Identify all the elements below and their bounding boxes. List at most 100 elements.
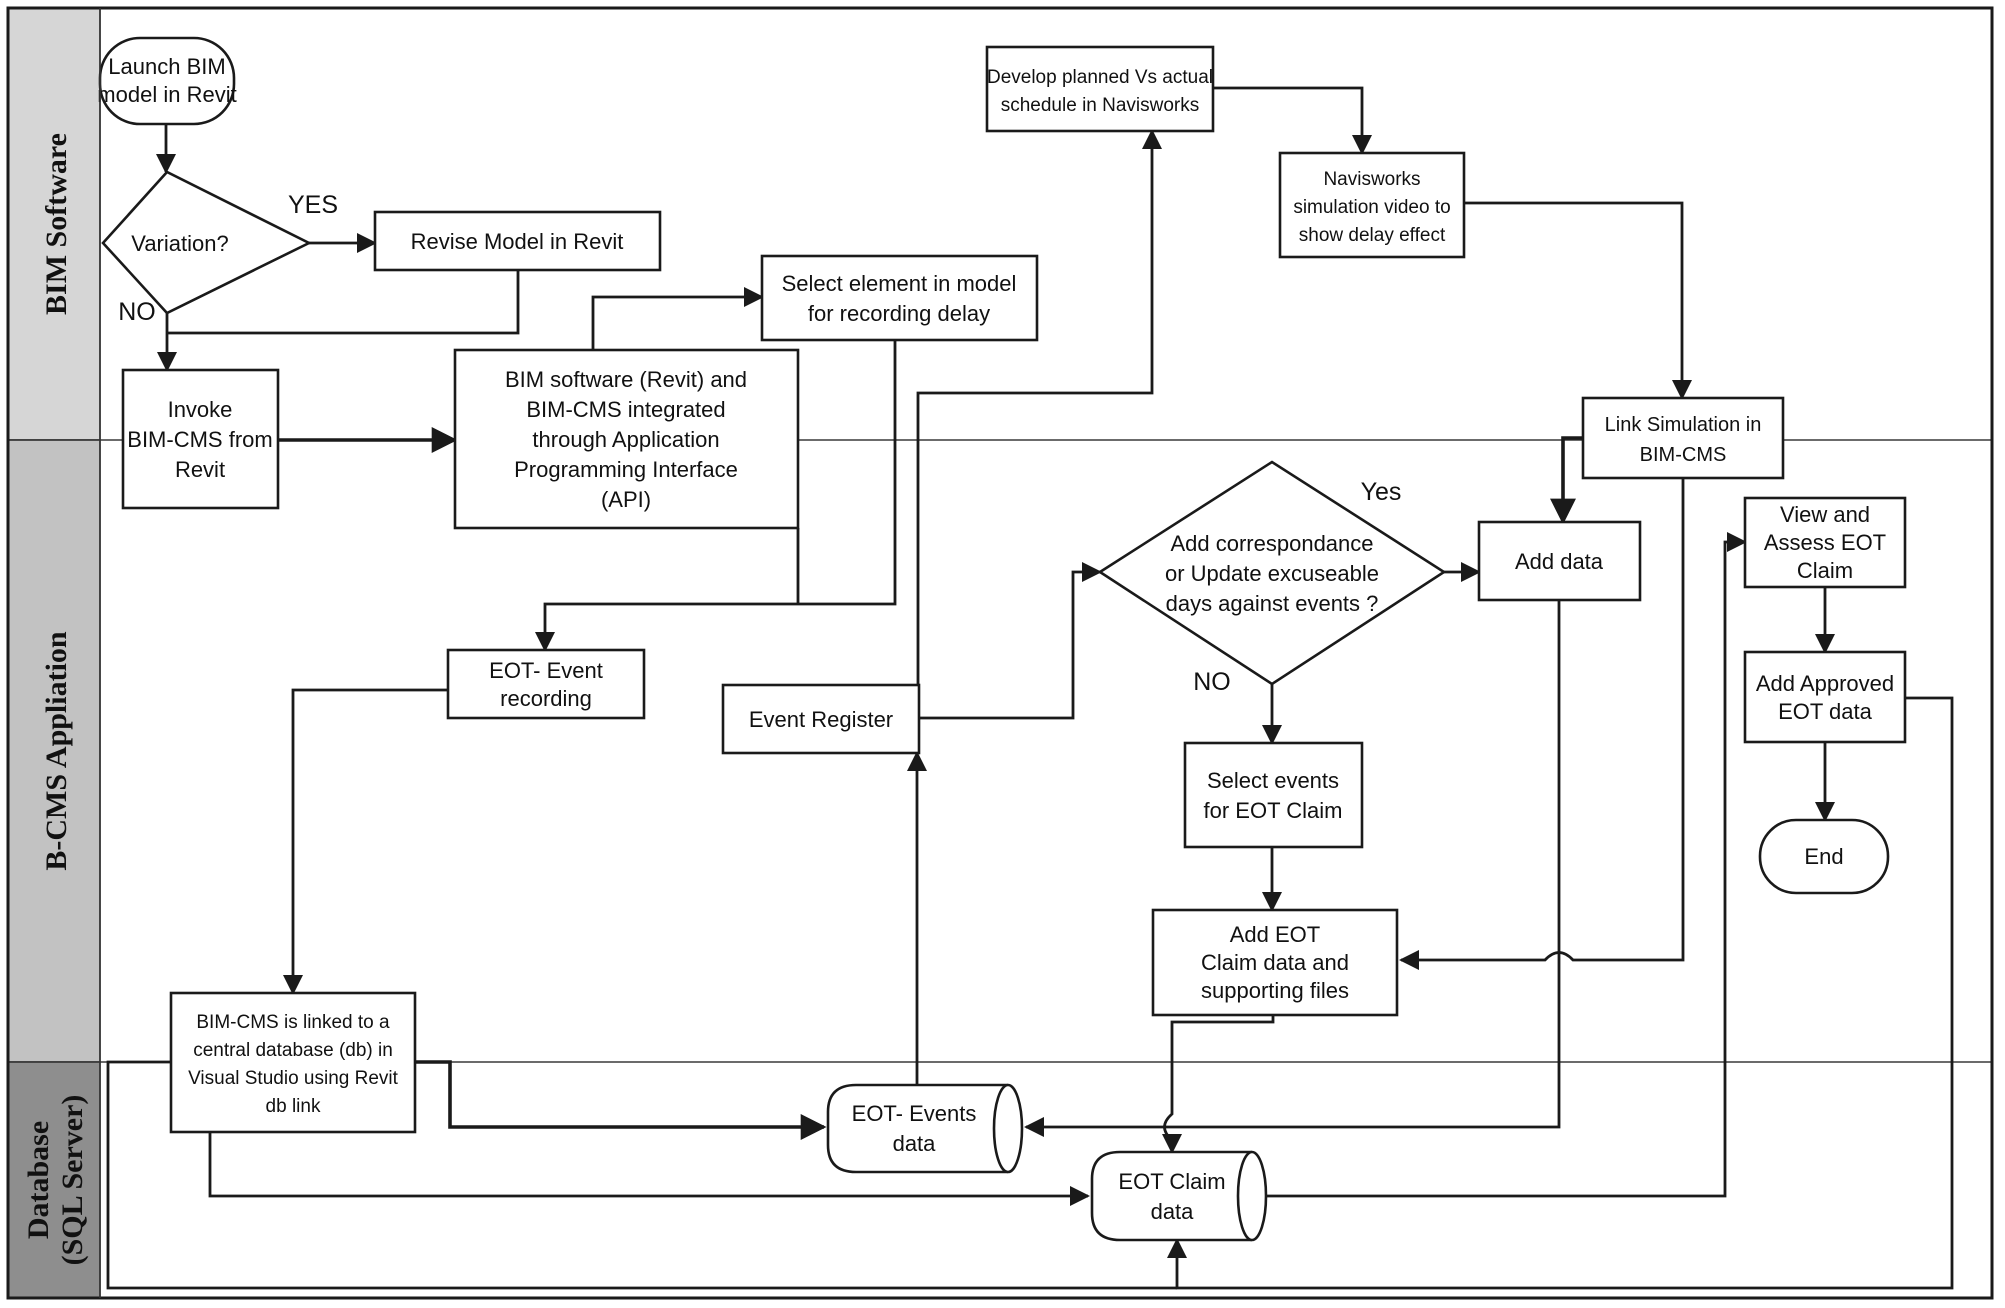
process-shape (1151, 908, 1399, 1017)
edge-api-to-select-element (591, 286, 765, 350)
process-shape (121, 368, 280, 510)
node-navisworks-video: Navisworks simulation video to show dela… (1278, 151, 1466, 259)
label-yes-upper: YES (288, 191, 338, 219)
node-select-element: Select element in model for recording de… (760, 254, 1039, 342)
node-launch-bim: Launch BIM model in Revit (97, 36, 237, 126)
edge-link-sim-to-add-eot-claim (1398, 478, 1685, 971)
svg-text:Add correspondance: Add correspondance (1170, 531, 1373, 556)
svg-text:Select events: Select events (1207, 768, 1339, 793)
node-view-assess-claim: View and Assess EOT Claim (1743, 496, 1907, 589)
edge-select-element-to-eot-recording (534, 340, 897, 653)
svg-text:show delay effect: show delay effect (1299, 225, 1446, 246)
node-add-eot-claim-data: Add EOT Claim data and supporting files (1151, 908, 1399, 1017)
label-no-upper: NO (118, 298, 156, 326)
svg-text:Navisworks: Navisworks (1323, 169, 1420, 190)
svg-text:EOT data: EOT data (1778, 699, 1873, 724)
svg-text:Develop planned Vs actual: Develop planned Vs actual (987, 67, 1213, 88)
svg-text:BIM-CMS from: BIM-CMS from (127, 427, 272, 452)
process-shape (1743, 650, 1907, 744)
svg-text:Add Approved: Add Approved (1756, 671, 1894, 696)
edge-navis-video-to-link-sim (1464, 201, 1693, 401)
svg-text:BIM-CMS: BIM-CMS (1640, 444, 1727, 466)
process-shape (760, 254, 1039, 342)
svg-text:BIM-CMS is linked to a: BIM-CMS is linked to a (196, 1012, 390, 1033)
node-api-integration: BIM software (Revit) and BIM-CMS integra… (453, 348, 800, 530)
node-variation-decision: Variation? (101, 170, 312, 315)
edge-develop-to-navis-video (1213, 86, 1373, 156)
process-shape (453, 348, 800, 530)
node-eot-event-recording: EOT- Event recording (446, 648, 646, 720)
datastore-cap (992, 1083, 1024, 1174)
svg-text:supporting files: supporting files (1201, 978, 1349, 1003)
process-shape (169, 991, 417, 1134)
datastore-body (826, 1083, 1008, 1174)
svg-text:Link Simulation in: Link Simulation in (1605, 414, 1762, 436)
svg-text:Claim data and: Claim data and (1201, 950, 1349, 975)
svg-text:central database (db) in: central database (db) in (193, 1040, 393, 1061)
node-end: End (1758, 818, 1890, 895)
node-develop-schedule: Develop planned Vs actual schedule in Na… (985, 45, 1215, 133)
process-shape (721, 683, 921, 755)
svg-text:data: data (893, 1131, 937, 1156)
lane-separators (8, 439, 1992, 1063)
svg-text:days against events ?: days against events ? (1166, 591, 1379, 616)
svg-text:through Application: through Application (532, 427, 719, 452)
node-event-register: Event Register (721, 683, 921, 755)
edge-revise-return (167, 270, 520, 335)
node-eot-events-datastore: EOT- Events data (826, 1083, 1024, 1174)
svg-text:Revit: Revit (175, 457, 225, 482)
lane-label-database: Database (SQL Server) (22, 1095, 89, 1266)
process-shape (1743, 496, 1907, 589)
svg-text:(API): (API) (601, 487, 651, 512)
svg-text:or Update excuseable: or Update excuseable (1165, 561, 1379, 586)
svg-text:Event Register: Event Register (749, 707, 893, 732)
edge-bimcms-db-left-to-claim-data (106, 1060, 1177, 1290)
lane-bim-software-header (7, 7, 101, 441)
lane-label-bim-software: BIM Software (40, 133, 73, 315)
process-shape (446, 648, 646, 720)
node-add-approved-eot: Add Approved EOT data (1743, 650, 1907, 744)
lane-bcms-application-header (7, 439, 101, 1063)
svg-text:View and: View and (1780, 502, 1870, 527)
svg-text:EOT- Events: EOT- Events (852, 1101, 977, 1126)
svg-text:Revise Model in Revit: Revise Model in Revit (411, 229, 624, 254)
svg-text:Add data: Add data (1515, 549, 1604, 574)
terminator-shape (98, 36, 236, 126)
edge-add-eot-claim-to-claim-data (1161, 1015, 1275, 1155)
nodes: Launch BIM model in Revit Variation? Rev… (97, 36, 1907, 1242)
svg-text:model in Revit: model in Revit (97, 82, 236, 107)
node-bimcms-db-link: BIM-CMS is linked to a central database … (169, 991, 417, 1134)
edge-claim-data-to-view-assess (1266, 531, 1748, 1198)
diagram-border (6, 6, 1994, 1300)
svg-text:for EOT Claim: for EOT Claim (1204, 798, 1343, 823)
svg-text:EOT Claim: EOT Claim (1118, 1169, 1225, 1194)
edge-link-sim-to-add-data (1550, 436, 1583, 525)
decision-shape (101, 170, 312, 315)
edge-eot-recording-to-bimcms-db (282, 688, 448, 996)
svg-text:db link: db link (266, 1096, 321, 1117)
svg-text:BIM-CMS integrated: BIM-CMS integrated (526, 397, 725, 422)
process-shape (1581, 396, 1785, 480)
lane-headers: BIM Software B-CMS Appliation Database (… (7, 7, 101, 1299)
svg-text:EOT- Event: EOT- Event (489, 658, 603, 683)
svg-text:Database: Database (22, 1121, 55, 1239)
node-add-data: Add data (1477, 520, 1642, 602)
process-shape (1183, 741, 1364, 849)
svg-text:simulation video to: simulation video to (1293, 197, 1450, 218)
edge-add-data-to-events-data (1023, 600, 1561, 1138)
svg-text:Add EOT: Add EOT (1230, 922, 1320, 947)
svg-text:Visual Studio using Revit: Visual Studio using Revit (188, 1068, 399, 1089)
svg-text:Invoke: Invoke (168, 397, 233, 422)
edge-add-approved-to-claim-data (1166, 696, 1954, 1290)
svg-text:for recording delay: for recording delay (808, 301, 990, 326)
svg-text:End: End (1804, 844, 1843, 869)
svg-text:BIM software (Revit) and: BIM software (Revit) and (505, 367, 747, 392)
datastore-cap (1236, 1150, 1268, 1242)
edge-labels: YES NO Yes NO (118, 191, 1401, 696)
node-link-simulation: Link Simulation in BIM-CMS (1581, 396, 1785, 480)
terminator-shape (1758, 818, 1890, 895)
edge-event-register-to-develop (916, 128, 1163, 685)
label-no-lower: NO (1193, 668, 1231, 696)
lane-label-bcms-application: B-CMS Appliation (40, 631, 73, 871)
